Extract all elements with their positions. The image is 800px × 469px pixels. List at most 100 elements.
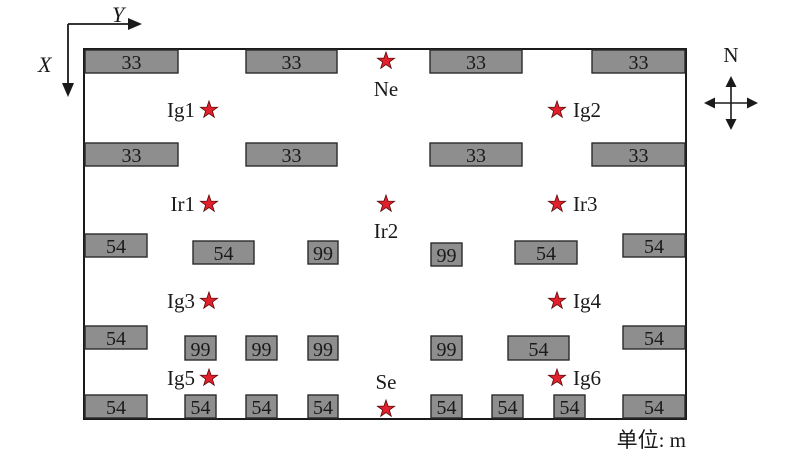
measurement-point: Ne	[374, 51, 399, 101]
building-height-label: 99	[252, 339, 272, 361]
building: 33	[84, 142, 179, 167]
building: 54	[245, 394, 278, 419]
building-height-label: 33	[629, 52, 649, 74]
building: 54	[491, 394, 524, 419]
star-icon	[376, 399, 396, 417]
building: 54	[84, 394, 148, 419]
building-height-label: 33	[466, 145, 486, 167]
unit-label: 单位: m	[617, 428, 686, 452]
building: 99	[245, 335, 278, 361]
measurement-point: Ir2	[374, 194, 399, 243]
building: 33	[84, 49, 179, 74]
measurement-point: Ir1	[171, 192, 219, 216]
measurement-point: Ig3	[167, 289, 219, 313]
y-axis-label: Y	[112, 2, 127, 27]
building: 99	[184, 335, 217, 361]
point-label: Ig2	[573, 98, 601, 122]
building-height-label: 99	[313, 339, 333, 361]
y-axis-arrowhead	[128, 18, 142, 30]
building-height-label: 33	[122, 52, 142, 74]
building: 33	[591, 142, 686, 167]
building-height-label: 54	[560, 397, 580, 419]
building: 33	[245, 49, 338, 74]
measurement-points-layer: Ne Ig1 Ig2 Ir1 Ir2 Ir3 Ig3 Ig4 Ig5 Se Ig…	[167, 51, 601, 417]
building-height-label: 54	[106, 236, 126, 258]
x-axis-arrowhead	[62, 83, 74, 97]
building-height-label: 54	[536, 243, 556, 265]
measurement-point: Ig5	[167, 366, 219, 390]
building: 99	[307, 240, 339, 265]
star-icon	[376, 194, 396, 212]
building-height-label: 33	[282, 145, 302, 167]
building-height-label: 54	[644, 397, 664, 419]
building: 54	[622, 394, 686, 419]
star-icon	[199, 194, 219, 212]
building-height-label: 54	[437, 397, 457, 419]
star-icon	[547, 194, 567, 212]
building-height-label: 33	[466, 52, 486, 74]
measurement-point: Ir3	[547, 192, 598, 216]
measurement-point: Ig4	[547, 289, 601, 313]
point-label: Ig6	[573, 366, 601, 390]
compass-arrows-icon	[704, 76, 758, 130]
measurement-point: Ig2	[547, 98, 601, 122]
building-height-label: 54	[498, 397, 518, 419]
building-height-label: 54	[313, 397, 333, 419]
star-icon	[199, 291, 219, 309]
compass-north-label: N	[723, 43, 738, 67]
building: 54	[192, 240, 255, 265]
building: 33	[591, 49, 686, 74]
building-height-label: 99	[313, 243, 333, 265]
measurement-point: Se	[376, 370, 397, 417]
building-height-label: 54	[252, 397, 272, 419]
building-height-label: 54	[214, 243, 234, 265]
point-label: Ig4	[573, 289, 601, 313]
star-icon	[547, 291, 567, 309]
building: 99	[307, 335, 339, 361]
point-label: Ig5	[167, 366, 195, 390]
site-boundary	[83, 48, 687, 420]
building-height-label: 54	[644, 236, 664, 258]
building: 54	[84, 325, 148, 350]
star-icon	[547, 100, 567, 118]
point-label: Se	[376, 370, 397, 394]
building-height-label: 33	[122, 145, 142, 167]
building-height-label: 33	[282, 52, 302, 74]
point-label: Ne	[374, 77, 399, 101]
building-height-label: 54	[106, 328, 126, 350]
building-height-label: 99	[437, 339, 457, 361]
building-height-label: 54	[529, 339, 549, 361]
star-icon	[199, 368, 219, 386]
point-label: Ig1	[167, 98, 195, 122]
point-label: Ir3	[573, 192, 598, 216]
building: 54	[622, 325, 686, 350]
building-height-label: 54	[191, 397, 211, 419]
star-icon	[547, 368, 567, 386]
point-label: Ir1	[171, 192, 196, 216]
building: 54	[307, 394, 339, 419]
building: 99	[430, 335, 463, 361]
building: 33	[245, 142, 338, 167]
building-height-label: 99	[191, 339, 211, 361]
building: 54	[622, 233, 686, 258]
building: 33	[429, 142, 523, 167]
building-height-label: 33	[629, 145, 649, 167]
north-compass: N	[704, 43, 758, 130]
point-label: Ir2	[374, 219, 399, 243]
measurement-point: Ig6	[547, 366, 601, 390]
building: 54	[553, 394, 586, 419]
coordinate-axes: Y X	[37, 2, 142, 97]
point-label: Ig3	[167, 289, 195, 313]
buildings-layer: 33 33 33 33 33 33 33 33 54 54 99 99 54 5…	[84, 49, 686, 419]
star-icon	[199, 100, 219, 118]
building-height-label: 54	[106, 397, 126, 419]
building: 54	[84, 233, 148, 258]
building-height-label: 54	[644, 328, 664, 350]
measurement-point: Ig1	[167, 98, 219, 122]
building: 54	[514, 240, 578, 265]
star-icon	[376, 51, 396, 69]
building: 33	[429, 49, 523, 74]
building: 54	[507, 335, 570, 361]
